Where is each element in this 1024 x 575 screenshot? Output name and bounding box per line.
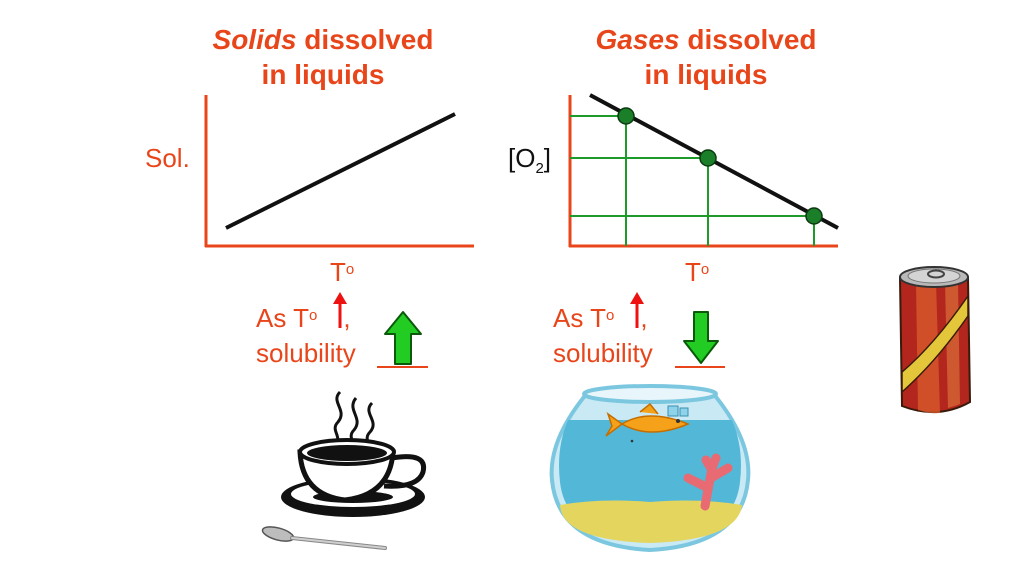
left-graph bbox=[204, 95, 474, 248]
right-trend-sup: o bbox=[605, 307, 615, 324]
right-x-label: To bbox=[685, 257, 709, 287]
left-small-red-arrow-icon bbox=[333, 292, 347, 328]
left-x-label-main: T bbox=[330, 257, 346, 287]
left-trend-comma: , bbox=[343, 303, 351, 333]
left-title-line2: in liquids bbox=[261, 59, 385, 90]
fish-icon bbox=[605, 402, 690, 443]
left-trend-sup: o bbox=[308, 307, 318, 324]
right-title-line2: in liquids bbox=[644, 59, 768, 90]
left-trend-line2: solubility bbox=[256, 338, 356, 368]
left-title-rest: dissolved bbox=[296, 24, 434, 55]
left-trend-prefix: As T bbox=[256, 303, 309, 333]
right-trend-comma: , bbox=[640, 303, 648, 333]
right-y-label: [O2] bbox=[508, 143, 551, 184]
right-title-rest: dissolved bbox=[679, 24, 817, 55]
left-y-label: Sol. bbox=[145, 143, 190, 173]
data-point-1 bbox=[617, 107, 635, 125]
right-graph bbox=[568, 93, 839, 248]
data-point-2 bbox=[699, 149, 717, 167]
right-trend-line1: As To, bbox=[553, 303, 648, 333]
data-point-3 bbox=[805, 207, 823, 225]
left-x-label: To bbox=[330, 257, 354, 287]
right-x-label-main: T bbox=[685, 257, 701, 287]
fishbowl-icon bbox=[549, 384, 751, 553]
right-title: Gases dissolved in liquids bbox=[556, 22, 856, 92]
left-x-label-sup: o bbox=[345, 261, 355, 278]
soda-can-icon bbox=[898, 266, 972, 414]
coral-icon bbox=[683, 453, 733, 511]
increase-arrow-icon bbox=[384, 311, 422, 365]
left-trend-line bbox=[225, 112, 456, 230]
right-title-emphasis: Gases bbox=[595, 24, 680, 55]
spoon-icon bbox=[261, 526, 387, 550]
left-title: Solids dissolved in liquids bbox=[173, 22, 473, 92]
right-y-label-sub: 2 bbox=[535, 160, 544, 178]
left-title-emphasis: Solids bbox=[212, 24, 297, 55]
right-trend-prefix: As T bbox=[553, 303, 606, 333]
decrease-arrow-icon bbox=[683, 311, 719, 364]
right-small-red-arrow-icon bbox=[630, 292, 644, 328]
right-trend-line2: solubility bbox=[553, 338, 653, 368]
left-trend-line1: As To, bbox=[256, 303, 351, 333]
right-y-label-open: [O bbox=[508, 143, 536, 173]
right-x-label-sup: o bbox=[700, 261, 710, 278]
right-y-label-close: ] bbox=[543, 143, 552, 173]
coffee-cup-icon bbox=[281, 390, 427, 517]
